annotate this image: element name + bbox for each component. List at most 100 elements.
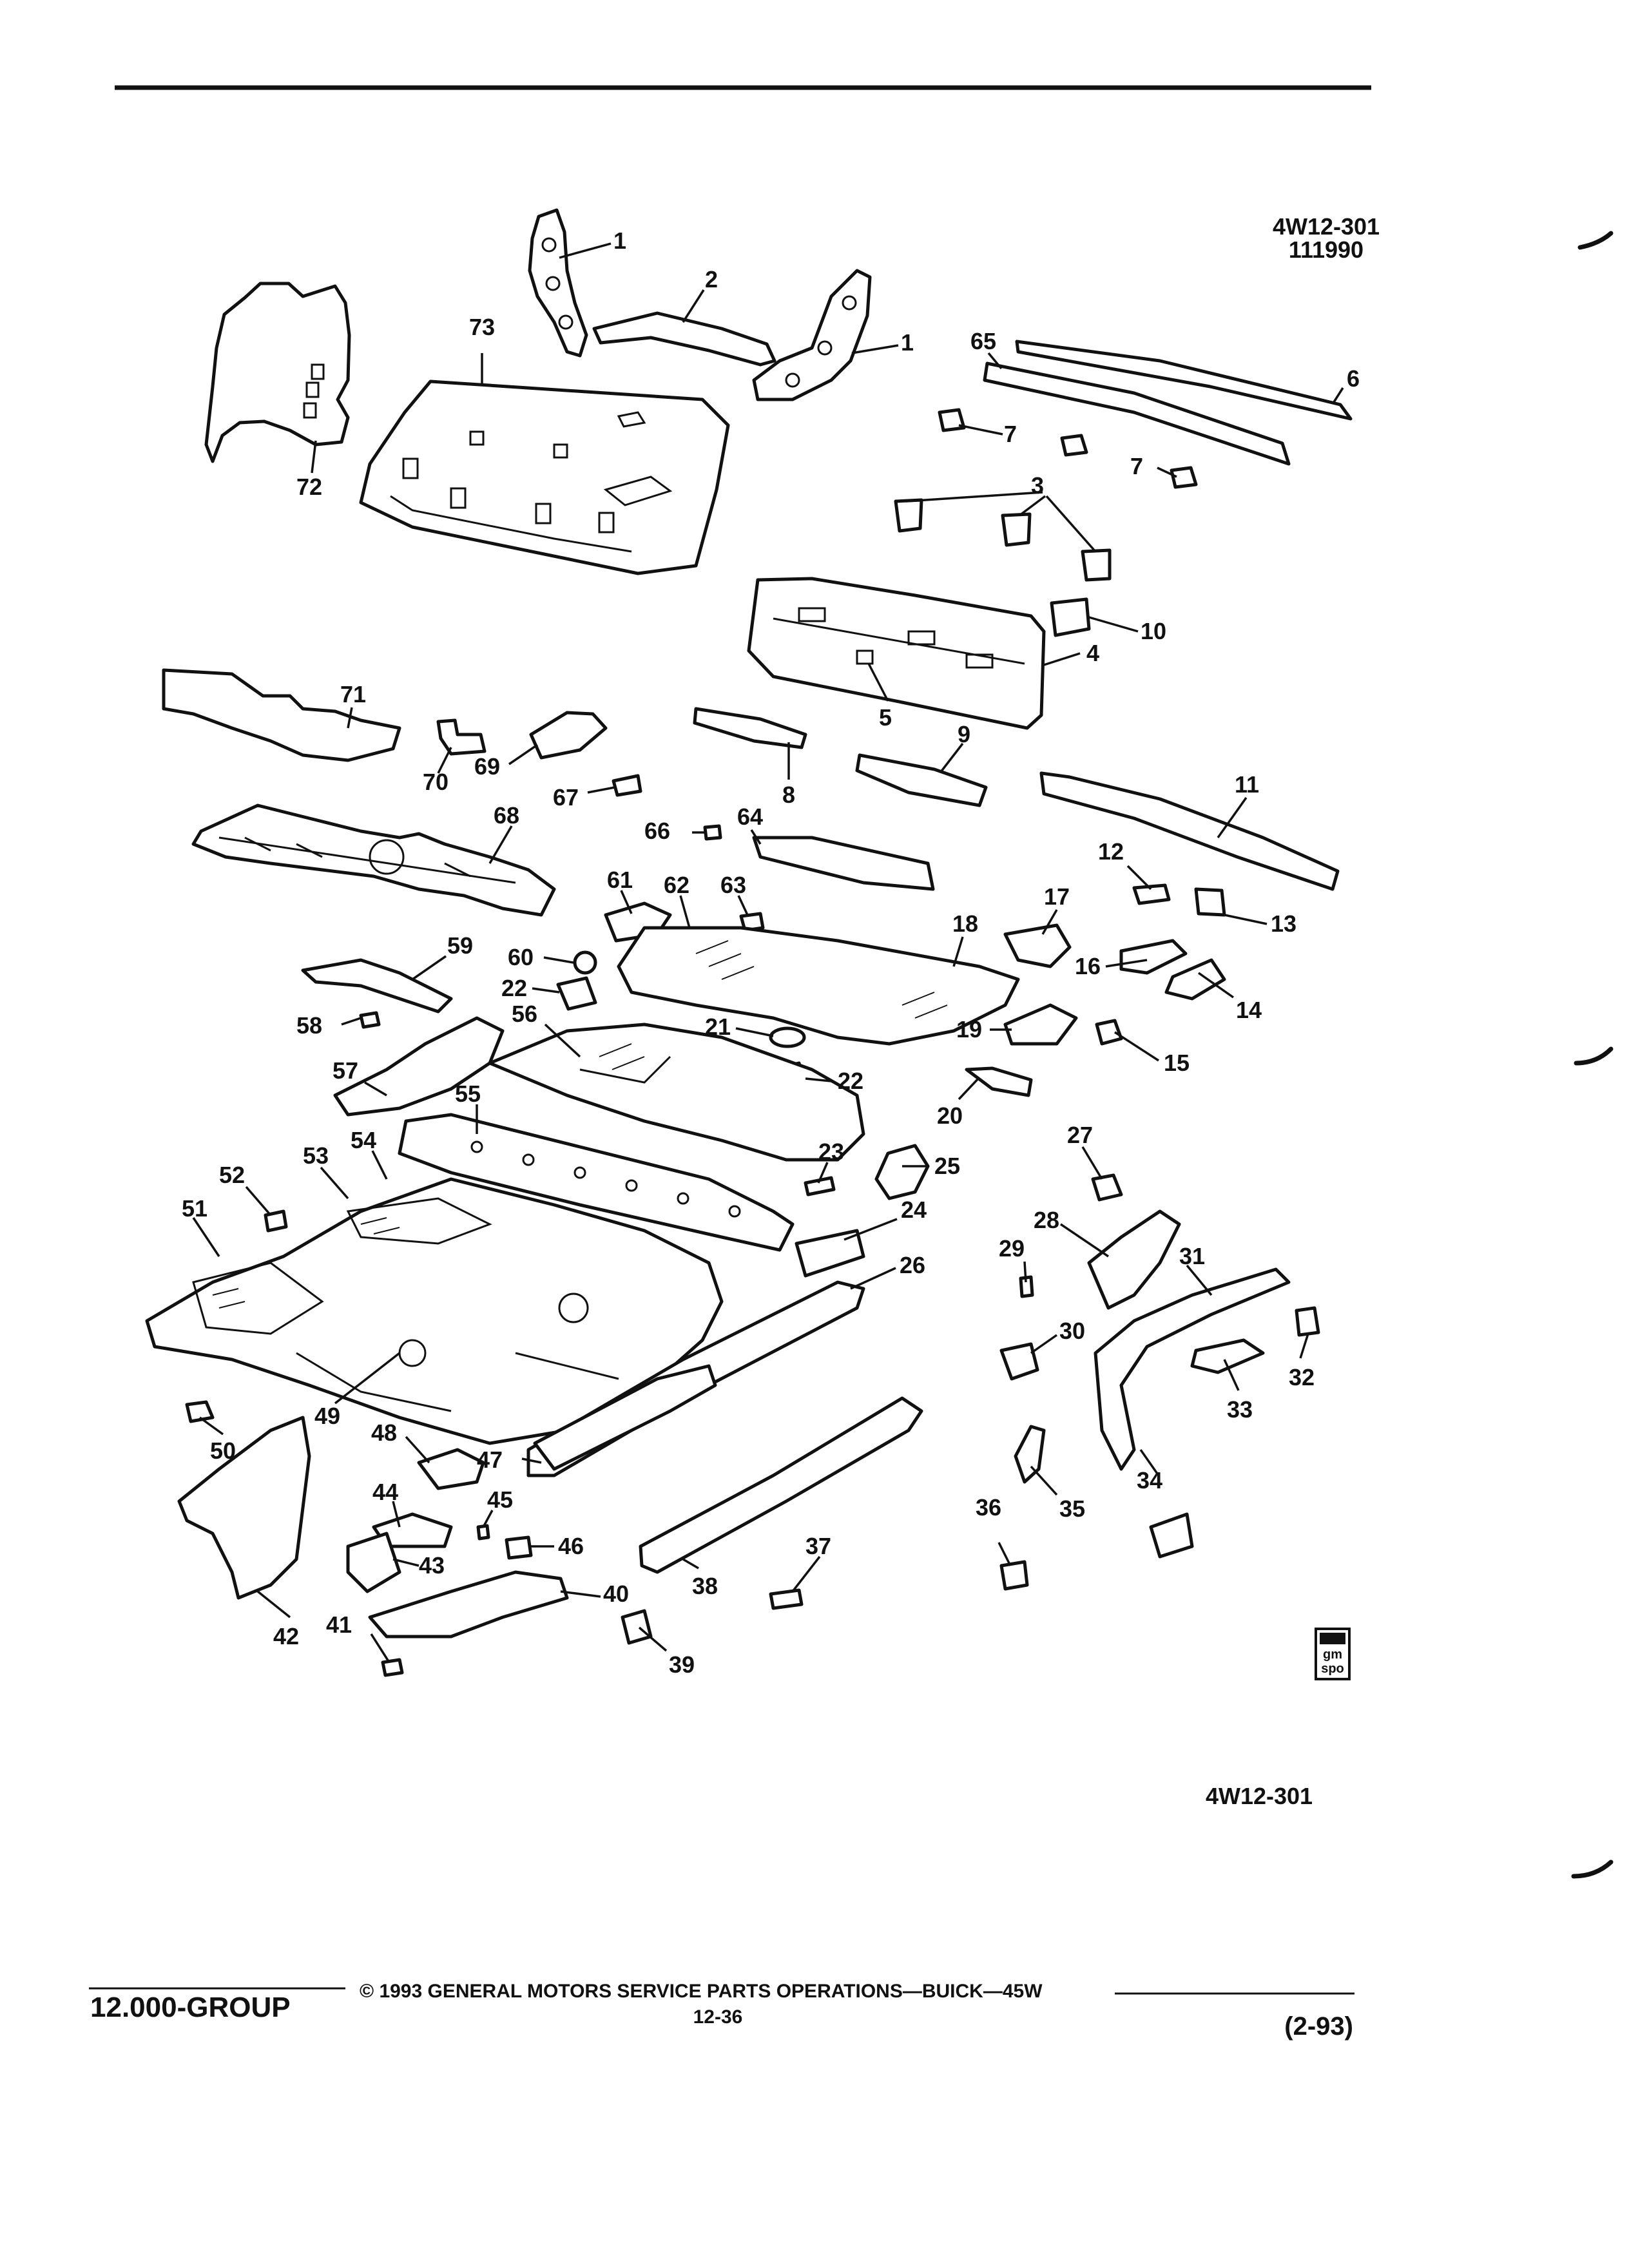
- callout-68: 68: [494, 802, 519, 829]
- part-41: [381, 1658, 404, 1677]
- part-14: [1164, 958, 1226, 1001]
- footer-group: 12.000-GROUP: [90, 1992, 291, 2023]
- callout-42: 42: [273, 1623, 299, 1649]
- part-4: [747, 577, 1046, 730]
- callout-53: 53: [303, 1142, 329, 1169]
- part-37: [769, 1588, 804, 1610]
- callout-71: 71: [340, 681, 366, 707]
- callout-38: 38: [692, 1573, 718, 1599]
- callout-52: 52: [219, 1162, 245, 1188]
- callout-66: 66: [644, 818, 670, 844]
- part-59: [301, 958, 453, 1014]
- callout-8: 8: [782, 782, 795, 808]
- part-30: [999, 1342, 1039, 1381]
- callout-25: 25: [934, 1153, 960, 1179]
- part-23: [804, 1176, 836, 1196]
- callout-21: 21: [705, 1014, 731, 1040]
- callout-56: 56: [512, 1001, 537, 1027]
- callout-33: 33: [1227, 1396, 1253, 1423]
- callout-47: 47: [477, 1446, 503, 1473]
- callout-1-top: 1: [613, 227, 626, 254]
- callout-15: 15: [1164, 1050, 1190, 1076]
- callout-22-left: 22: [501, 975, 527, 1001]
- part-27: [1091, 1173, 1123, 1202]
- binder-mark-1: [1577, 231, 1614, 250]
- part-2: [592, 311, 776, 367]
- part-3-c: [1081, 548, 1112, 582]
- callout-46: 46: [558, 1533, 584, 1559]
- part-65-rail: [1015, 340, 1353, 421]
- callout-32: 32: [1289, 1364, 1315, 1390]
- part-64: [752, 836, 935, 891]
- callout-12: 12: [1098, 838, 1124, 865]
- callout-leaders: [192, 242, 1344, 1663]
- callout-19: 19: [956, 1016, 982, 1043]
- part-32: [1295, 1306, 1320, 1337]
- part-19: [1003, 1003, 1078, 1046]
- part-16: [1119, 939, 1188, 975]
- callout-54: 54: [351, 1127, 376, 1153]
- callout-2: 2: [705, 266, 718, 293]
- callout-7-left: 7: [1004, 421, 1017, 447]
- part-31: [1094, 1267, 1291, 1471]
- callout-65: 65: [970, 328, 996, 354]
- part-12: [1132, 883, 1171, 905]
- callout-24: 24: [901, 1196, 927, 1223]
- callout-41: 41: [326, 1611, 352, 1638]
- part-63: [739, 912, 765, 932]
- part-55: [398, 1113, 795, 1252]
- part-70: [436, 718, 487, 756]
- part-56: [488, 1023, 865, 1162]
- part-7-clip-c: [1170, 466, 1198, 489]
- callout-61: 61: [607, 867, 633, 893]
- part-73: [359, 380, 730, 575]
- callout-31: 31: [1179, 1243, 1205, 1269]
- part-8: [693, 707, 807, 749]
- callout-35: 35: [1059, 1495, 1085, 1522]
- part-43: [346, 1532, 401, 1593]
- part-1-right: [752, 269, 872, 401]
- callout-34: 34: [1137, 1467, 1162, 1494]
- callout-3: 3: [1031, 472, 1044, 499]
- figure-code-top: 4W12-301: [1273, 213, 1380, 240]
- figure-date-code: 111990: [1289, 236, 1364, 263]
- callout-67: 67: [553, 784, 579, 811]
- svg-text:spo: spo: [1321, 1662, 1344, 1676]
- callout-62: 62: [664, 872, 689, 898]
- callout-40: 40: [603, 1581, 629, 1607]
- part-48: [417, 1448, 485, 1490]
- part-20: [965, 1066, 1033, 1097]
- footer-page-number: 12-36: [693, 2006, 743, 2028]
- callout-49: 49: [314, 1403, 340, 1429]
- part-50: [185, 1400, 215, 1423]
- callout-13: 13: [1271, 910, 1296, 937]
- callout-28: 28: [1034, 1207, 1059, 1233]
- callout-16: 16: [1075, 953, 1101, 979]
- callout-9: 9: [958, 721, 970, 747]
- callout-70: 70: [423, 769, 448, 795]
- svg-text:gm: gm: [1323, 1648, 1342, 1662]
- callout-48: 48: [371, 1419, 397, 1446]
- part-47: [533, 1364, 717, 1471]
- part-72: [204, 282, 351, 463]
- part-42: [177, 1416, 311, 1600]
- callout-59: 59: [447, 932, 473, 959]
- callout-60: 60: [508, 944, 534, 970]
- callout-4: 4: [1086, 640, 1099, 666]
- callout-7-right: 7: [1130, 453, 1143, 479]
- callout-29: 29: [999, 1235, 1025, 1262]
- part-69: [529, 711, 608, 760]
- callout-51: 51: [182, 1195, 207, 1222]
- callout-73: 73: [469, 314, 495, 340]
- part-35: [1014, 1425, 1046, 1484]
- part-62-18: [617, 926, 1020, 1046]
- part-46: [505, 1535, 533, 1560]
- part-3-a: [894, 498, 923, 533]
- part-17: [1003, 923, 1072, 968]
- callout-58: 58: [296, 1012, 322, 1039]
- part-7-clip-a: [938, 408, 966, 432]
- callout-6: 6: [1347, 365, 1360, 392]
- callout-39: 39: [669, 1651, 695, 1678]
- callout-23: 23: [818, 1139, 844, 1165]
